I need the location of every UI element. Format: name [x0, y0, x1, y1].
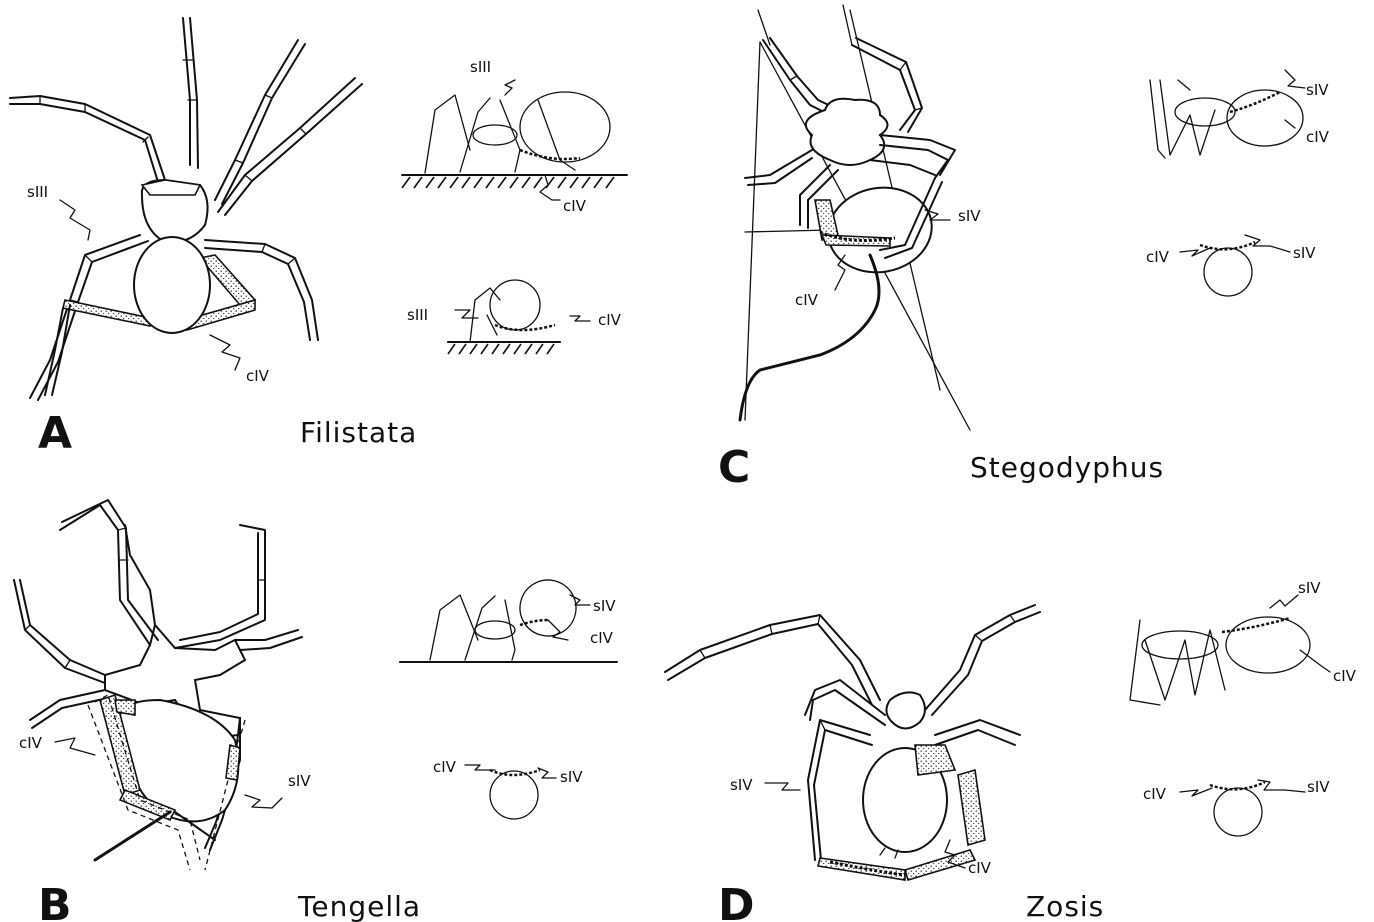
- label-siii: sIII: [27, 183, 48, 201]
- label-civ: cIV: [598, 311, 622, 329]
- panel-b: cIV sIV sIV cIV cIV sIV B Tengella: [14, 500, 617, 922]
- panel-a-lateral-view: [402, 80, 627, 200]
- panel-letter: D: [718, 880, 755, 922]
- panel-letter: C: [718, 442, 750, 493]
- label-civ: cIV: [1146, 248, 1170, 266]
- label-siv: sIV: [593, 597, 616, 615]
- label-siv: sIV: [288, 772, 311, 790]
- label-siii: sIII: [407, 306, 428, 324]
- label-civ: cIV: [1143, 785, 1167, 803]
- panel-a-abdomen: [134, 237, 210, 333]
- label-siv: sIV: [1298, 579, 1321, 597]
- label-siv: sIV: [1307, 778, 1330, 796]
- label-civ: cIV: [563, 197, 587, 215]
- panel-b-posterior-view: [465, 765, 556, 819]
- panel-b-siv-leader: [245, 795, 282, 808]
- panel-b-spider-dorsal: [14, 500, 302, 870]
- panel-letter: B: [38, 880, 72, 922]
- label-siv: sIV: [1293, 244, 1316, 262]
- panel-b-lateral-view: [400, 570, 617, 662]
- panel-d-lateral-view: [1130, 595, 1330, 705]
- label-civ: cIV: [795, 291, 819, 309]
- panel-d-spider: [665, 605, 1040, 880]
- label-siv: sIV: [1306, 81, 1329, 99]
- label-civ: cIV: [968, 859, 992, 877]
- label-civ: cIV: [246, 367, 270, 385]
- panel-d-siv-leader: [765, 783, 800, 790]
- genus-name: Filistata: [300, 416, 417, 449]
- label-siv: sIV: [958, 207, 981, 225]
- panel-c-posterior-view: [1180, 235, 1290, 296]
- panel-c-lateral-view: [1150, 70, 1305, 158]
- panel-letter: A: [38, 408, 72, 459]
- genus-name: Zosis: [1026, 890, 1104, 922]
- label-civ: cIV: [433, 758, 457, 776]
- label-siii: sIII: [470, 58, 491, 76]
- label-civ: cIV: [1306, 128, 1330, 146]
- label-siv: sIV: [730, 776, 753, 794]
- panel-a-siii-leader: [60, 200, 90, 240]
- label-siv: sIV: [560, 768, 583, 786]
- panel-a: sIII cIV sIII cIV sIII cIV A Filistata: [10, 18, 627, 459]
- label-civ: cIV: [590, 629, 614, 647]
- panel-a-civ-leader: [210, 335, 240, 370]
- panel-c: sIV cIV sIV cIV cIV sIV C Stegodyphus: [718, 5, 1330, 493]
- panel-d: sIV cIV sIV cIV cIV sIV D Zosis: [665, 579, 1357, 922]
- panel-a-spider-dorsal: [10, 18, 362, 400]
- panel-d-cephalothorax: [886, 692, 925, 728]
- panel-b-civ-leader: [55, 738, 95, 755]
- panel-d-posterior-view: [1180, 780, 1305, 836]
- panel-c-spider: [740, 38, 955, 420]
- genus-name: Stegodyphus: [970, 451, 1164, 484]
- panel-a-posterior-view: [448, 280, 590, 354]
- panel-c-silk-thread: [740, 255, 879, 420]
- label-civ: cIV: [1333, 667, 1357, 685]
- label-civ: cIV: [19, 734, 43, 752]
- genus-name: Tengella: [297, 890, 421, 922]
